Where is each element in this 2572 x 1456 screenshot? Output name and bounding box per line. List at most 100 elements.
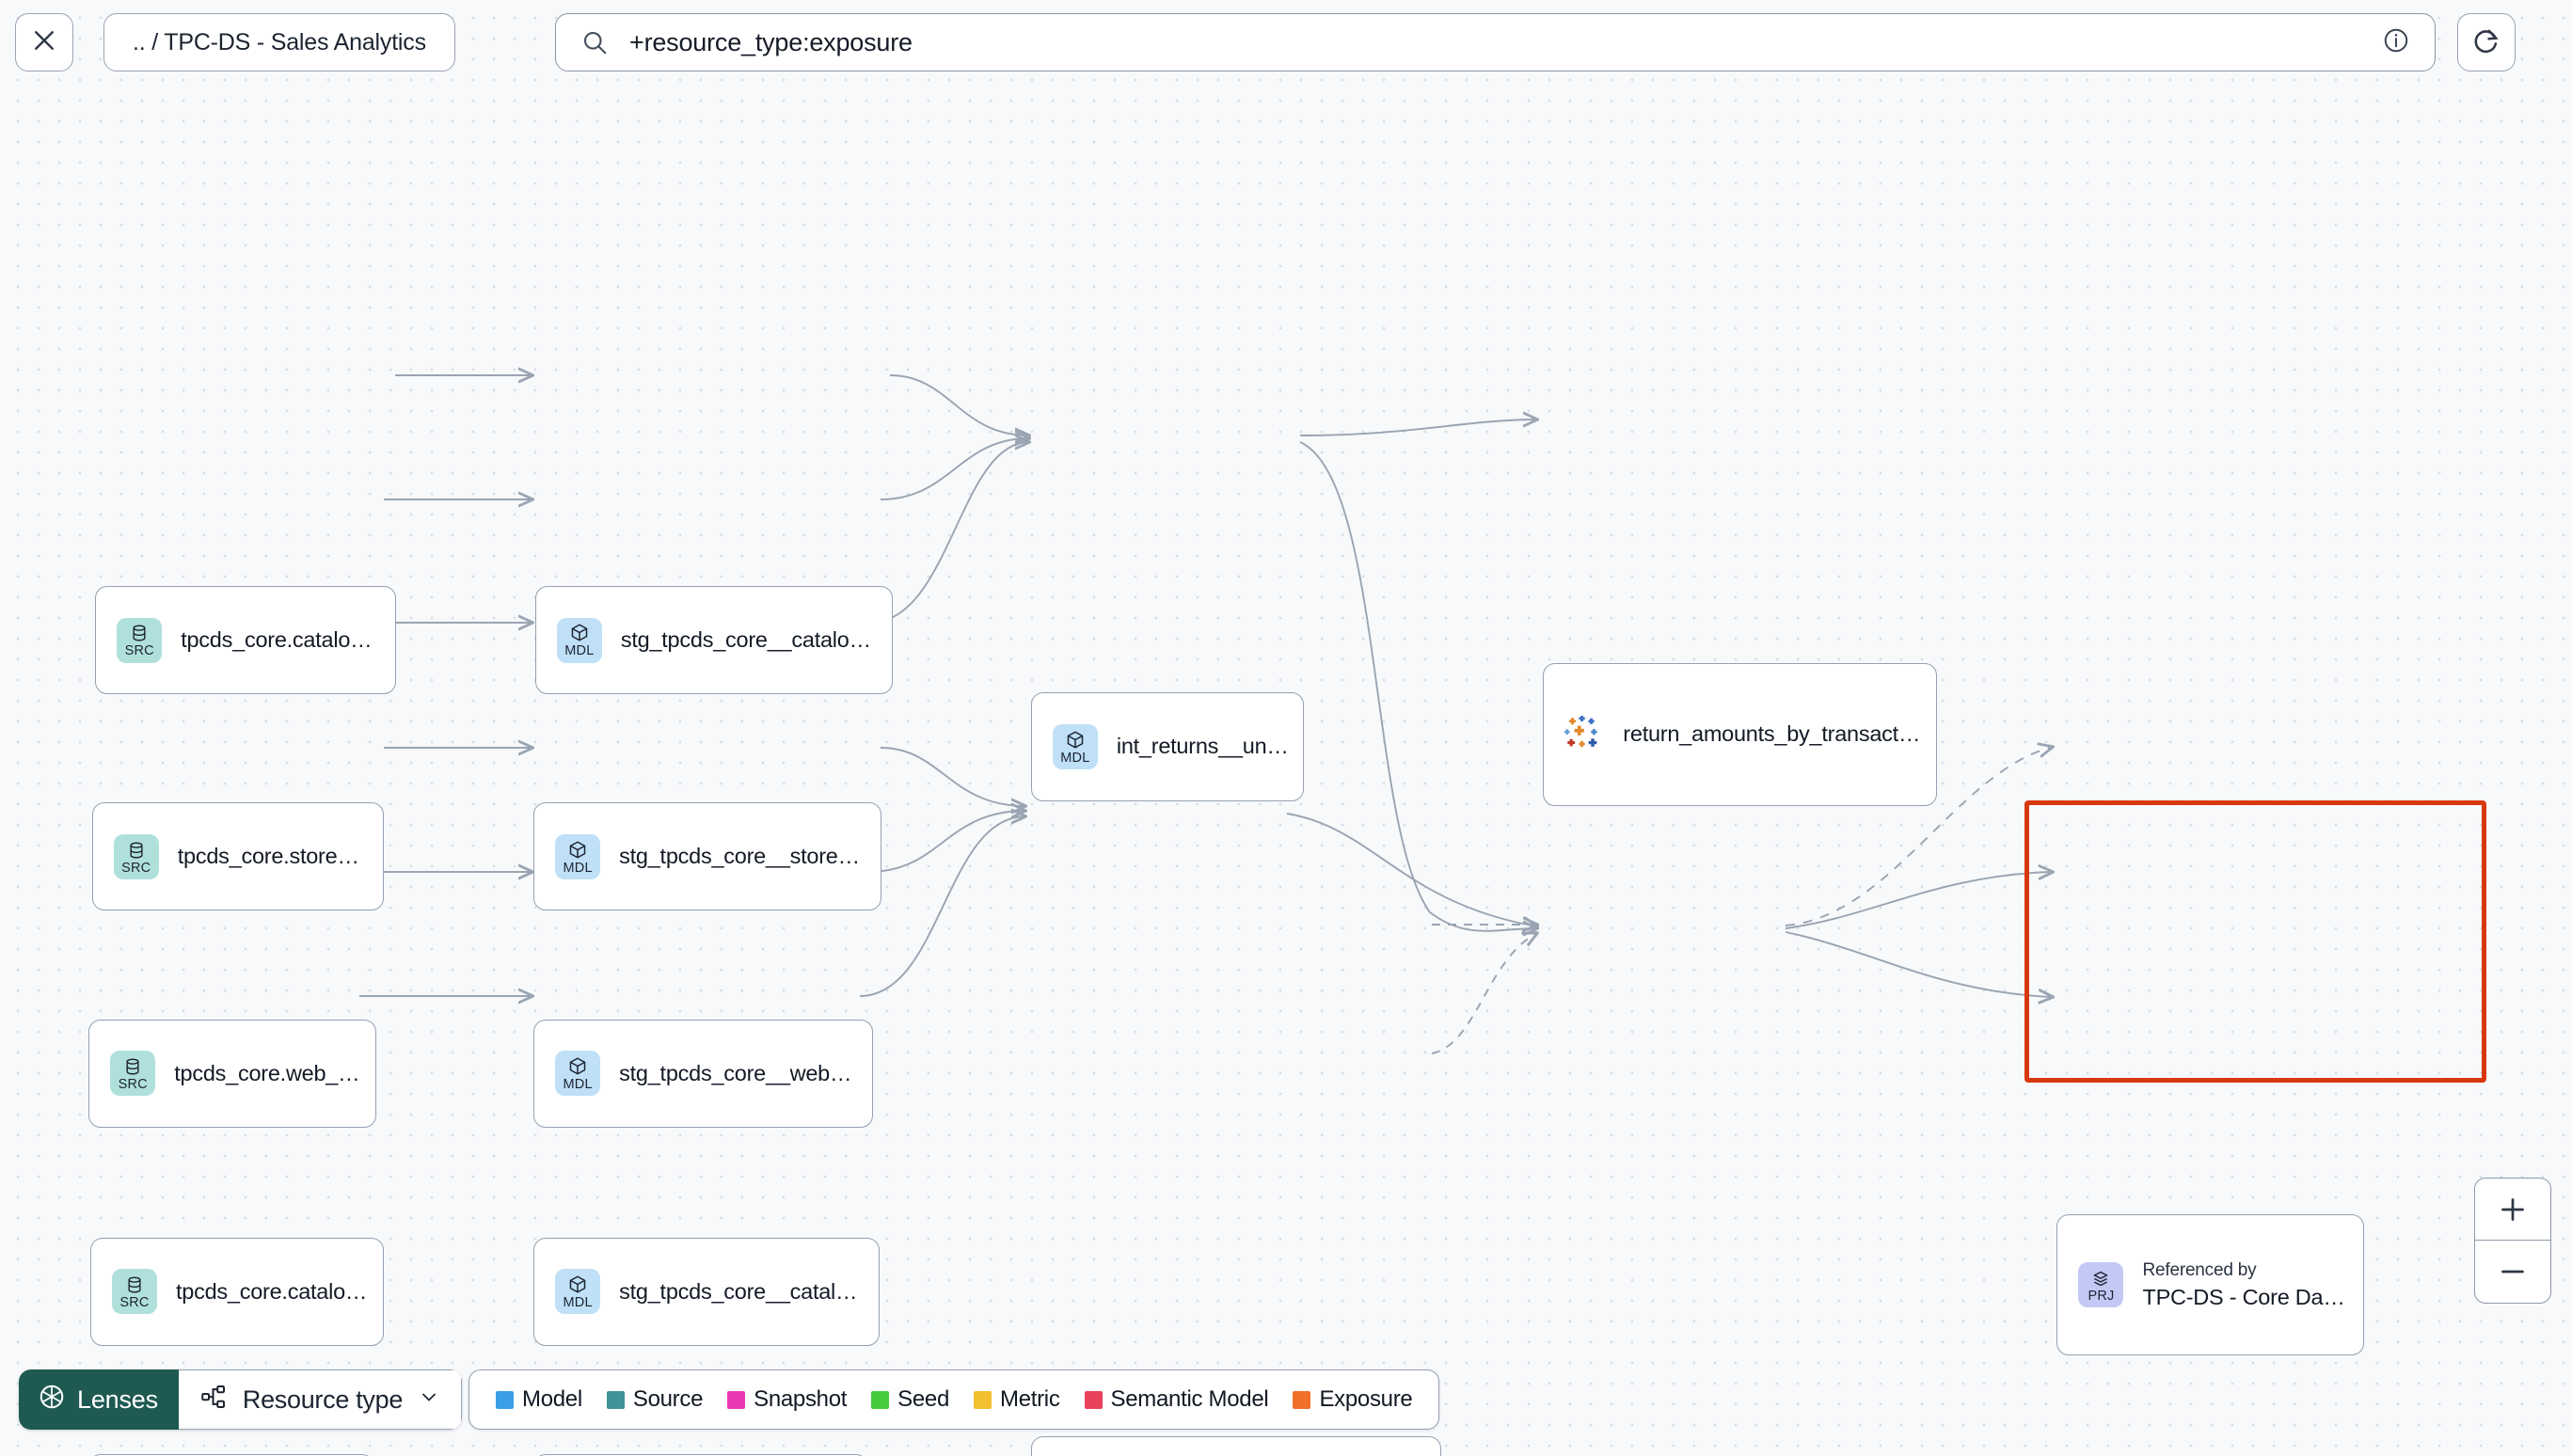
close-icon <box>30 26 58 59</box>
tableau-exposure-icon <box>1564 715 1602 753</box>
info-icon[interactable] <box>2382 26 2410 59</box>
node-title: tpcds_core.web_returns <box>174 1060 361 1085</box>
node-badge-code: MDL <box>1060 750 1090 766</box>
close-button[interactable] <box>15 13 73 71</box>
node-badge-code: PRJ <box>2088 1289 2115 1305</box>
node-badge-code: SRC <box>124 643 154 659</box>
aperture-icon <box>38 1383 66 1417</box>
graph-node-return_amounts[interactable]: return_amounts_by_transaction_type <box>1543 662 1938 806</box>
node-badge-code: SRC <box>119 1295 150 1311</box>
resource-type-legend: Model Source Snapshot Seed Metric Semantic Mo… <box>468 1369 1440 1430</box>
top-toolbar: .. / TPC-DS - Sales Analytics +resource_… <box>0 0 2572 111</box>
legend-swatch <box>496 1390 514 1409</box>
legend-item-exposure[interactable]: Exposure <box>1293 1386 1413 1413</box>
cube-icon: MDL <box>555 1051 601 1097</box>
graph-node-src_store_returns[interactable]: SRC tpcds_core.store_returns <box>91 802 385 911</box>
plus-icon <box>2501 1197 2524 1221</box>
node-title: stg_tpcds_core__catalog_sales <box>619 1278 865 1304</box>
cube-icon: MDL <box>556 617 602 663</box>
node-badge-code: MDL <box>563 860 593 876</box>
legend-label: Exposure <box>1319 1386 1413 1412</box>
legend-label: Metric <box>1000 1386 1060 1412</box>
chevron-down-icon <box>418 1385 440 1415</box>
node-title: stg_tpcds_core__catalog_returns <box>620 627 880 653</box>
legend-swatch <box>1084 1390 1103 1409</box>
node-body: stg_tpcds_core__catalog_sales <box>619 1279 879 1305</box>
graph-node-stg_catalog_returns[interactable]: MDL stg_tpcds_core__catalog_returns <box>534 585 894 695</box>
node-body: return_amounts_by_transaction_type <box>1623 721 1936 747</box>
legend-item-snapshot[interactable]: Snapshot <box>727 1386 847 1413</box>
node-body: tpcds_core.store_returns <box>178 844 384 869</box>
legend-item-model[interactable]: Model <box>496 1386 582 1413</box>
legend-label: Semantic Model <box>1110 1386 1269 1412</box>
refresh-icon <box>2471 25 2501 60</box>
hierarchy-icon <box>199 1383 228 1417</box>
minus-icon <box>2501 1270 2524 1274</box>
node-title: stg_tpcds_core__store_returns <box>619 844 867 869</box>
node-title: tpcds_core.catalog_sales <box>175 1278 370 1304</box>
legend-label: Model <box>522 1386 582 1412</box>
legend-item-seed[interactable]: Seed <box>871 1386 949 1413</box>
lenses-label: Lenses <box>77 1385 158 1414</box>
node-body: tpcds_core.catalog_returns <box>181 627 394 653</box>
node-title: tpcds_core.store_returns <box>177 844 371 869</box>
node-body: int_returns__unioned <box>1117 734 1303 759</box>
zoom-out-button[interactable] <box>2475 1241 2550 1303</box>
node-body: tpcds_core.catalog_sales <box>176 1279 383 1305</box>
node-title: stg_tpcds_core__web_returns <box>619 1060 859 1085</box>
node-title: int_returns__unioned <box>1116 734 1290 759</box>
graph-node-src_catalog_sales[interactable]: SRC tpcds_core.catalog_sales <box>89 1237 385 1346</box>
node-body: stg_tpcds_core__catalog_returns <box>621 627 892 653</box>
search-input[interactable]: +resource_type:exposure <box>629 27 913 56</box>
node-badge-code: SRC <box>121 860 151 876</box>
search-bar[interactable]: +resource_type:exposure <box>555 13 2436 71</box>
cube-icon: MDL <box>1052 723 1098 769</box>
database-icon: SRC <box>110 1051 156 1097</box>
graph-node-stg_catalog_sales[interactable]: MDL stg_tpcds_core__catalog_sales <box>533 1237 881 1346</box>
project-icon: PRJ <box>2078 1262 2124 1308</box>
cube-icon: MDL <box>555 1269 601 1315</box>
graph-node-int_returns_unioned[interactable]: MDL int_returns__unioned <box>1030 692 1304 801</box>
graph-node-referenced_by_project[interactable]: PRJ Referenced by TPC-DS - Core Data Model… <box>2056 1214 2364 1356</box>
legend-item-metric[interactable]: Metric <box>974 1386 1060 1413</box>
node-badge-code: MDL <box>564 643 595 659</box>
node-title: TPC-DS - Core Data Models <box>2142 1284 2349 1309</box>
database-icon: SRC <box>113 833 159 879</box>
legend-swatch <box>606 1390 625 1409</box>
node-badge-code: MDL <box>563 1076 593 1092</box>
graph-node-stg_web_returns[interactable]: MDL stg_tpcds_core__web_returns <box>533 1019 874 1128</box>
graph-node-customers[interactable]: MDL[production] Project: TPC-DS - Core D… <box>1030 1435 1442 1456</box>
refresh-button[interactable] <box>2457 13 2516 71</box>
cube-icon: MDL <box>555 833 601 879</box>
legend-label: Source <box>632 1386 704 1412</box>
legend-label: Snapshot <box>754 1386 848 1412</box>
node-title: tpcds_core.catalog_returns <box>181 627 382 653</box>
zoom-controls <box>2474 1178 2551 1304</box>
legend-swatch <box>974 1390 992 1409</box>
node-body: Referenced by TPC-DS - Core Data Models <box>2142 1260 2362 1310</box>
database-icon: SRC <box>117 617 163 663</box>
resource-type-dropdown[interactable]: Resource type <box>178 1369 463 1430</box>
node-subtitle: Referenced by <box>2142 1259 2257 1280</box>
breadcrumb-label: .. / TPC-DS - Sales Analytics <box>133 28 426 55</box>
legend-item-source[interactable]: Source <box>606 1386 704 1413</box>
node-title: return_amounts_by_transaction_type <box>1623 721 1923 747</box>
node-badge-code: MDL <box>563 1295 593 1311</box>
zoom-in-button[interactable] <box>2475 1179 2550 1241</box>
legend-label: Seed <box>897 1386 949 1412</box>
node-body: tpcds_core.web_returns <box>174 1061 374 1086</box>
graph-node-src_catalog_returns[interactable]: SRC tpcds_core.catalog_returns <box>95 585 396 695</box>
bottom-toolbar: Lenses Resource type <box>0 1343 2572 1456</box>
legend-swatch <box>1293 1390 1311 1409</box>
lens-control-group: Lenses Resource type <box>19 1369 463 1430</box>
breadcrumb[interactable]: .. / TPC-DS - Sales Analytics <box>103 13 455 71</box>
node-badge-code: SRC <box>118 1076 148 1092</box>
lenses-button[interactable]: Lenses <box>19 1369 179 1430</box>
database-icon: SRC <box>111 1269 157 1315</box>
graph-node-src_web_returns[interactable]: SRC tpcds_core.web_returns <box>88 1019 376 1128</box>
resource-type-label: Resource type <box>242 1385 404 1414</box>
graph-node-stg_store_returns[interactable]: MDL stg_tpcds_core__store_returns <box>533 802 882 911</box>
legend-item-semantic-model[interactable]: Semantic Model <box>1084 1386 1269 1413</box>
